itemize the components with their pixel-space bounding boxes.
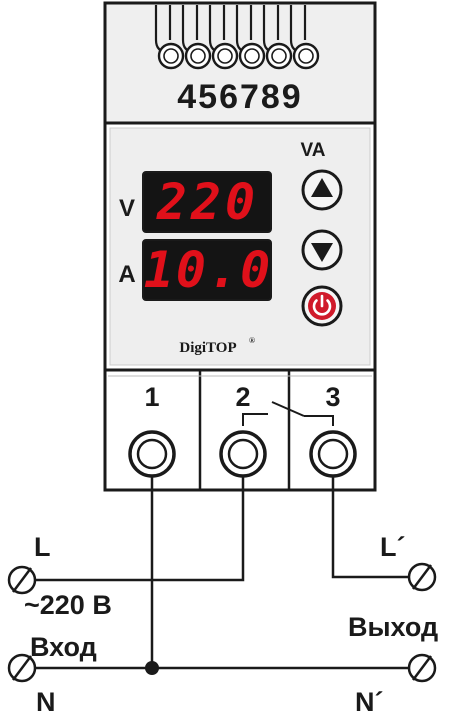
relay-contact-symbol xyxy=(242,401,334,426)
current-display xyxy=(142,239,272,301)
terminal-3-screw xyxy=(309,430,357,478)
terminal-3-label: 3 xyxy=(325,382,340,412)
input-label: Вход xyxy=(30,632,97,662)
line-input-wire xyxy=(34,476,245,582)
current-readout: 10.0 xyxy=(144,241,272,299)
voltage-readout: 220 xyxy=(156,173,259,231)
top-screw-terminals xyxy=(154,5,320,70)
output-n-terminal xyxy=(407,653,437,683)
brand-registered-mark: ® xyxy=(249,336,255,345)
up-triangle-icon xyxy=(311,178,333,197)
device-top-block: 456789 xyxy=(103,1,377,125)
wiring xyxy=(34,476,410,670)
up-button[interactable] xyxy=(301,169,343,211)
voltage-unit-label: V xyxy=(119,195,135,222)
line-output-wire xyxy=(331,476,410,579)
output-l-terminal xyxy=(407,562,437,592)
power-icon xyxy=(312,294,332,316)
voltage-display xyxy=(142,171,272,233)
top-terminal-numbers: 456789 xyxy=(177,78,302,116)
current-unit-label: A xyxy=(118,261,135,288)
brand-logo: DigiTOP xyxy=(179,340,236,356)
output-label: Выход xyxy=(348,612,438,642)
down-button[interactable] xyxy=(301,229,343,271)
terminal-2-label: 2 xyxy=(235,382,250,412)
line-out-label: L´ xyxy=(380,532,405,562)
power-button[interactable] xyxy=(301,285,343,327)
terminal-2-screw xyxy=(219,430,267,478)
bottom-terminal-block: 1 2 3 xyxy=(103,368,377,492)
input-n-terminal xyxy=(7,653,37,683)
display-panel: VA V 220 A 10.0 DigiTOP ® xyxy=(103,121,377,372)
down-triangle-icon xyxy=(311,243,333,262)
neutral-in-label: N xyxy=(36,687,56,717)
line-in-label: L xyxy=(34,532,51,562)
terminal-1-label: 1 xyxy=(144,382,159,412)
terminal-1-screw xyxy=(128,430,176,478)
voltage-label: ~220 В xyxy=(24,590,112,620)
neutral-out-label: N´ xyxy=(355,687,384,717)
junction-dot xyxy=(145,661,159,675)
model-label: VA xyxy=(301,140,326,161)
input-l-terminal xyxy=(7,565,37,595)
